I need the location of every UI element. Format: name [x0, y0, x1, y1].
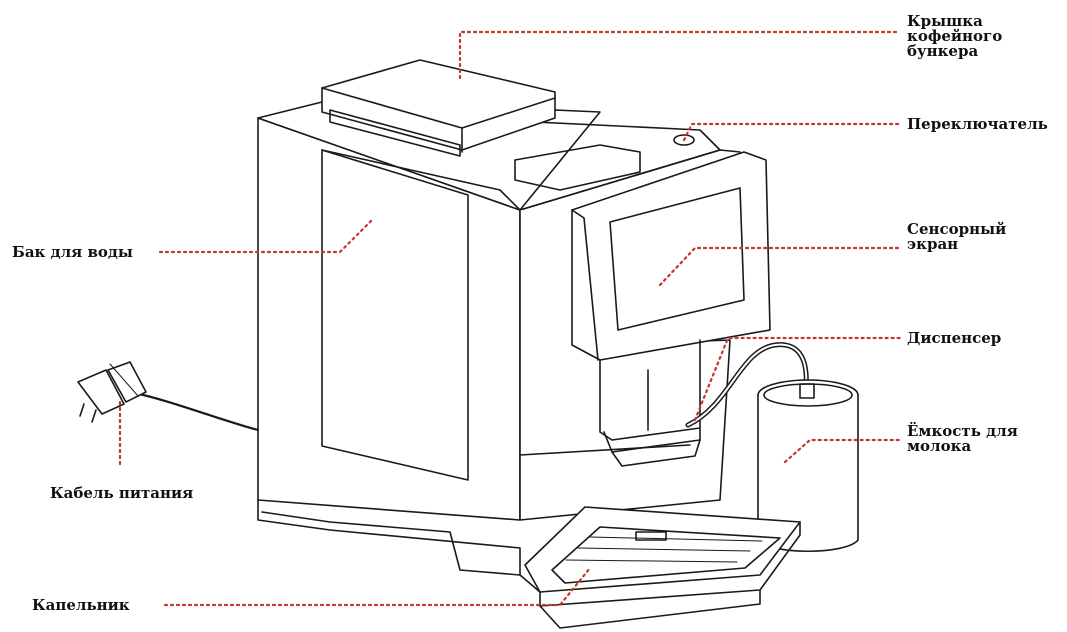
drip-tray-grille	[552, 527, 780, 583]
label-dispenser: Диспенсер	[907, 329, 1002, 347]
grille-line	[590, 537, 762, 541]
bean-chamber	[515, 145, 640, 190]
label-milk-container: Ёмкость для молока	[907, 424, 1018, 454]
switch-shape	[674, 135, 694, 145]
grille-line	[566, 560, 737, 562]
machine-outline	[78, 60, 858, 628]
label-hopper-lid: Крышка кофейного бункера	[907, 14, 1002, 59]
touch-screen-glass	[610, 188, 744, 330]
top-front-edge	[520, 150, 740, 210]
leader-dispenser	[693, 336, 902, 422]
leader-hopper-lid	[458, 30, 902, 80]
leader-switch	[682, 122, 902, 142]
label-milk-container-line-2: молока	[907, 437, 972, 455]
hopper-lid-base	[330, 110, 460, 156]
leader-lines	[118, 30, 902, 607]
label-drip-tray: Капельник	[32, 596, 130, 614]
front-seam	[520, 445, 690, 455]
label-touch-screen: Сенсорный экран	[907, 222, 1006, 252]
label-water-tank: Бак для воды	[12, 243, 133, 261]
drip-tray-float	[636, 532, 666, 540]
touch-screen-frame	[572, 152, 770, 360]
milk-hose-inner	[688, 345, 806, 425]
label-touch-screen-line-1: Сенсорный	[907, 220, 1007, 238]
plug-pin	[92, 410, 96, 422]
leader-milk-container	[783, 438, 902, 464]
label-milk-container-line-1: Ёмкость для	[907, 422, 1018, 440]
grille-line	[578, 548, 750, 551]
water-tank-top-edge	[322, 150, 520, 210]
dispenser-column	[600, 340, 700, 440]
label-hopper-lid-line-1: Крышка	[907, 12, 983, 30]
hopper-lid-body	[322, 60, 555, 150]
leader-water-tank-end	[338, 218, 374, 254]
label-power-cable: Кабель питания	[50, 484, 194, 502]
milk-container-cap	[800, 384, 814, 398]
base-lower-edge	[262, 512, 520, 575]
dispenser-spout	[604, 428, 700, 452]
base-left	[258, 500, 540, 592]
plug-ridge	[110, 364, 138, 396]
leader-touch-screen	[658, 246, 902, 287]
drip-tray-base	[540, 590, 760, 628]
touch-screen-side	[572, 210, 598, 360]
plug-head	[78, 370, 124, 414]
power-cable	[130, 392, 258, 430]
label-touch-screen-line-2: экран	[907, 235, 959, 253]
label-switch: Переключатель	[907, 115, 1048, 133]
water-tank-panel	[322, 150, 468, 480]
leader-drip-tray	[163, 566, 592, 607]
label-hopper-lid-line-3: бункера	[907, 42, 979, 60]
dispenser-nozzle	[612, 440, 700, 466]
label-hopper-lid-line-2: кофейного	[907, 27, 1003, 45]
plug-pin	[80, 404, 84, 416]
